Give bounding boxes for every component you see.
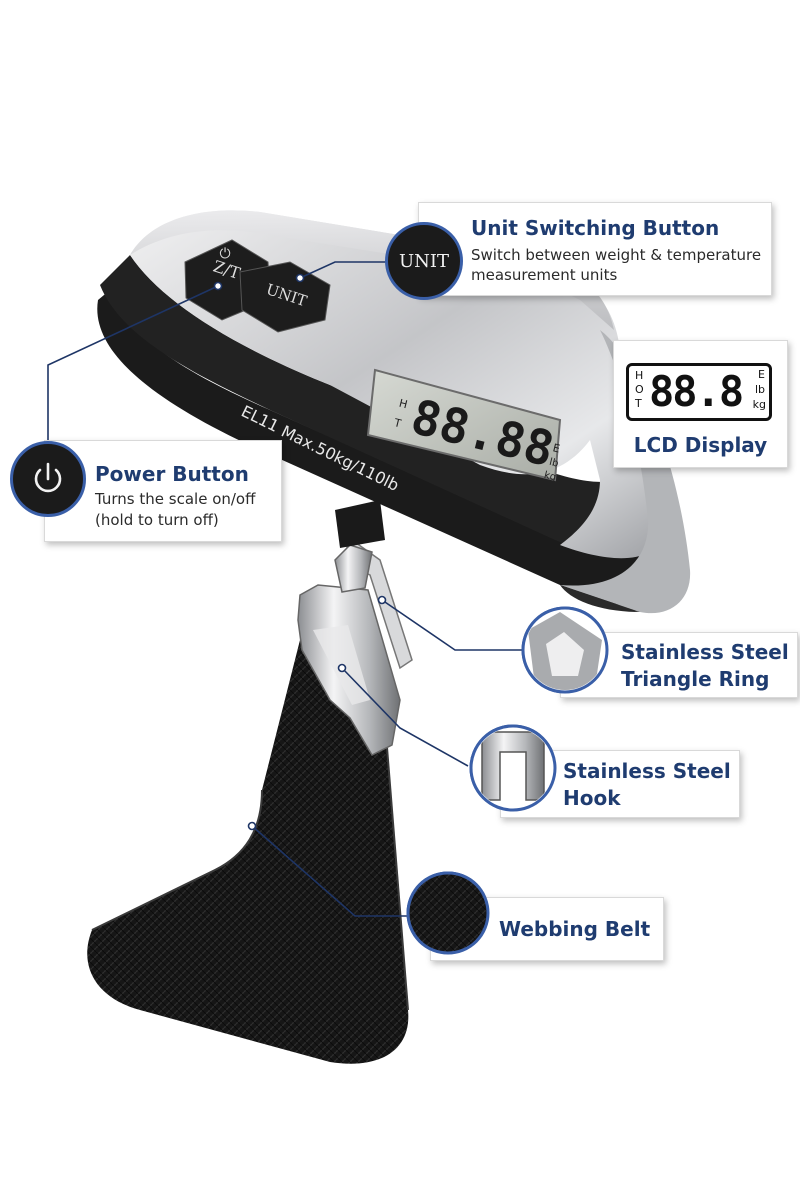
power-callout-desc-2: (hold to turn off) (95, 511, 219, 529)
unit-key-shape: UNIT (239, 261, 331, 333)
lcd-callout-title: LCD Display (633, 433, 768, 457)
device-lcd-t: T (392, 416, 403, 431)
lcd-flag-h: H (635, 369, 644, 382)
hook-callout: Stainless Steel Hook (500, 750, 740, 818)
triangle-ring-shape (334, 533, 413, 670)
unit-callout-title: Unit Switching Button (471, 216, 720, 240)
belt-callout-title: Webbing Belt (499, 917, 651, 941)
ring-callout-title-1: Stainless Steel (621, 640, 789, 664)
power-callout-desc-1: Turns the scale on/off (95, 490, 256, 508)
unit-callout-desc-1: Switch between weight & temperature (471, 246, 762, 264)
lcd-digits: 88.8 (649, 367, 744, 416)
lcd-flag-lb: lb (754, 383, 765, 396)
hook-callout-title-1: Stainless Steel (563, 759, 731, 783)
power-callout-title: Power Button (95, 462, 249, 486)
lcd-flag-o: O (635, 383, 644, 396)
unit-callout: Unit Switching Button Switch between wei… (418, 202, 772, 296)
lcd-flag-e: E (758, 368, 765, 381)
power-symbol-icon (34, 462, 62, 493)
lcd-icon: H O T 88.8 E lb kg (626, 363, 772, 421)
device-lcd-h: H (398, 397, 409, 412)
device-lcd-lb: lb (548, 457, 560, 470)
device-lcd-e: E (551, 441, 561, 455)
hook-callout-title-2: Hook (563, 786, 621, 810)
power-icon (10, 441, 86, 517)
belt-callout: Webbing Belt (430, 897, 664, 961)
leader-lines (47, 261, 525, 917)
unit-callout-desc-2: measurement units (471, 266, 618, 284)
ring-callout: Stainless Steel Triangle Ring (560, 632, 798, 698)
unit-badge-label: UNIT (398, 250, 450, 272)
lcd-flag-kg: kg (752, 398, 766, 411)
ring-callout-title-2: Triangle Ring (621, 667, 770, 691)
lcd-flag-t: T (635, 397, 642, 410)
svg-text:⏻: ⏻ (219, 246, 230, 262)
device-lcd-kg: kg (543, 470, 557, 484)
unit-badge: UNIT (385, 222, 463, 300)
lcd-callout: H O T 88.8 E lb kg LCD Display (613, 340, 788, 468)
